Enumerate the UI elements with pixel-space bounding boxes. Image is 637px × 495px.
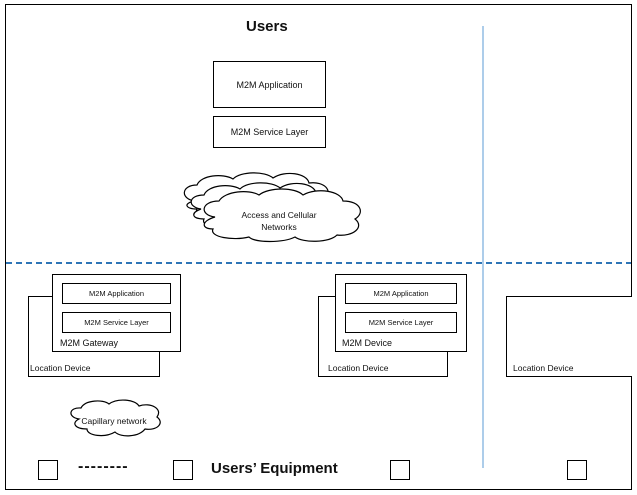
gateway-location-label: Location Device (30, 363, 91, 373)
device-location-label: Location Device (328, 363, 389, 373)
top-m2m-service-layer-box: M2M Service Layer (213, 116, 326, 148)
right-location-label: Location Device (513, 363, 574, 373)
equipment-square-4 (567, 460, 587, 480)
top-app-label: M2M Application (236, 79, 303, 90)
capillary-network-label: Capillary network (81, 416, 147, 426)
device-m2m-application-box: M2M Application (345, 283, 457, 304)
gateway-m2m-application-box: M2M Application (62, 283, 171, 304)
right-location-device-box (506, 296, 632, 377)
device-app-label: M2M Application (373, 289, 429, 298)
access-network-label: Access and Cellular Networks (241, 210, 317, 232)
access-network-cloud (183, 172, 361, 243)
m2m-device-label: M2M Device (342, 338, 393, 348)
gateway-service-layer-label: M2M Service Layer (84, 318, 149, 327)
gateway-m2m-service-layer-box: M2M Service Layer (62, 312, 171, 333)
gateway-app-label: M2M Application (88, 289, 145, 298)
device-m2m-service-layer-box: M2M Service Layer (345, 312, 457, 333)
device-service-layer-label: M2M Service Layer (368, 318, 434, 327)
diagram-frame (5, 4, 632, 490)
users-equipment-title: Users’ Equipment (211, 460, 338, 477)
top-m2m-application-box: M2M Application (213, 61, 326, 108)
capillary-network-cloud (70, 399, 161, 437)
equipment-square-2 (173, 460, 193, 480)
m2m-gateway-label: M2M Gateway (60, 338, 119, 348)
equipment-square-3 (390, 460, 410, 480)
users-title: Users (246, 18, 288, 35)
equipment-dashes: -------- (78, 458, 129, 475)
equipment-square-1 (38, 460, 58, 480)
top-service-layer-label: M2M Service Layer (230, 127, 309, 137)
